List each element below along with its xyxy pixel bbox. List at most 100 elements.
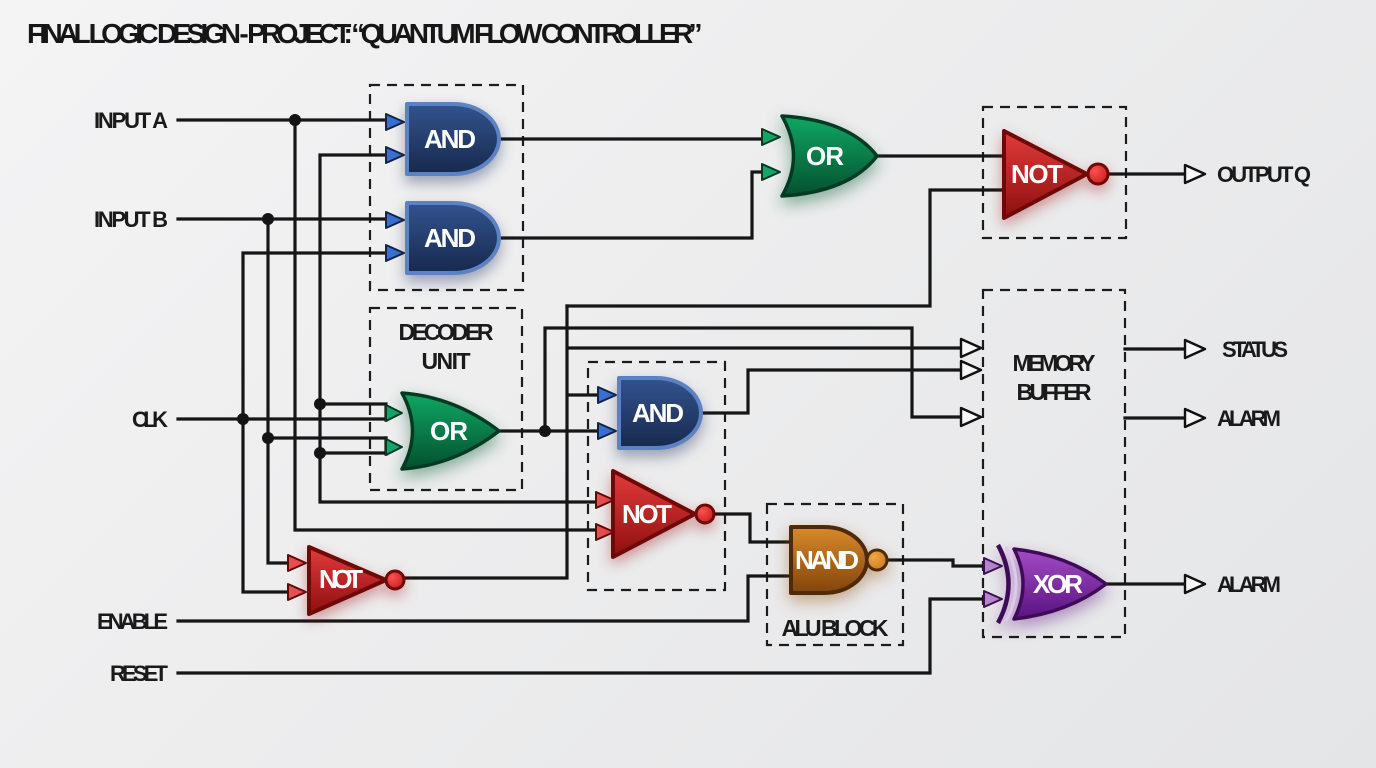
gate-label: OR	[430, 416, 468, 446]
enable-label: ENABLE	[97, 609, 168, 634]
wire-nand-out	[885, 558, 986, 568]
gate-label: NOT	[319, 564, 363, 594]
nand-gate-1: NAND	[789, 525, 889, 595]
and-gate-1: AND	[405, 102, 501, 176]
wire-input-b-branch	[266, 217, 290, 565]
arrow-icon	[983, 557, 1003, 575]
arrow-icon	[597, 422, 617, 440]
input-b-label: INPUT B	[94, 207, 168, 232]
input-a-label: INPUT A	[94, 108, 168, 133]
alu-block-label: ALU BLOCK	[782, 615, 889, 641]
and-gate-3: AND	[617, 376, 703, 450]
wire-reset	[176, 597, 986, 675]
decoder-unit-label-line1: DECODER	[399, 319, 494, 345]
or-gate-2-decoder: OR	[400, 391, 501, 471]
status-label: STATUS	[1222, 337, 1288, 362]
inverter-bubble	[865, 548, 889, 572]
wire-and3-out	[700, 368, 963, 415]
or-gate-1: OR	[780, 114, 879, 198]
wire-not2-out	[712, 512, 793, 544]
clk-label: CLK	[132, 407, 168, 432]
gate-label: NOT	[622, 499, 672, 529]
blue-arrows	[385, 113, 617, 440]
signal-labels: INPUT A INPUT B CLK ENABLE RESET OUTPUT …	[94, 108, 1311, 686]
gate-label: AND	[424, 223, 476, 253]
wire-or2-to-mem3	[543, 326, 963, 433]
arrow-icon-alarm1	[1183, 407, 1207, 429]
inverter-bubble	[1086, 162, 1110, 186]
reset-label: RESET	[110, 661, 169, 686]
or-gate-body	[400, 391, 501, 471]
diagram-title: FINAL LOGIC DESIGN - PROJECT: “QUANTUM F…	[27, 18, 703, 49]
arrow-icon-mem-in1	[959, 337, 983, 359]
decoder-unit-box	[368, 306, 524, 492]
wire-clk-branch	[241, 251, 388, 594]
output-arrows	[959, 163, 1207, 595]
junction-dot	[314, 398, 326, 410]
or-gate-body	[780, 114, 879, 198]
not-gate-body	[307, 545, 388, 616]
and-gate-body	[617, 376, 703, 450]
arrow-icon	[385, 113, 405, 131]
not-gate-3: NOT	[307, 545, 406, 616]
arrow-icon	[287, 554, 307, 572]
input-arrows	[287, 113, 1003, 608]
junction-dot	[237, 413, 249, 425]
decoder-unit-label-line2: UNIT	[422, 348, 471, 374]
block-labels: DECODER UNIT MEMORY BUFFER ALU BLOCK	[399, 319, 1096, 641]
junction-dot	[262, 432, 274, 444]
gates: AND AND OR NOT OR AND NOT	[307, 102, 1110, 625]
mid-gates-box	[586, 360, 727, 592]
xor-input-curve-inner	[1004, 546, 1018, 622]
arrow-icon	[287, 583, 307, 601]
arrow-icon	[385, 146, 405, 164]
junction-dot	[539, 425, 551, 437]
purple-arrows	[983, 557, 1003, 608]
gate-label: AND	[424, 124, 476, 154]
inverter-bubble	[694, 503, 716, 525]
xor-input-curve-outer	[996, 543, 1011, 625]
not-gate-body	[1002, 129, 1089, 220]
and-gate-body	[405, 102, 501, 176]
arrow-icon	[385, 211, 405, 229]
not-gate-2: NOT	[611, 469, 716, 559]
memory-buffer-label-line1: MEMORY	[1013, 350, 1096, 376]
junction-dot	[289, 114, 301, 126]
alarm-label-2: ALARM	[1217, 572, 1281, 597]
arrow-icon	[385, 438, 403, 456]
and-block-box	[368, 83, 525, 292]
arrow-icon	[595, 491, 615, 509]
wire-and2-out	[498, 170, 764, 240]
and-gate-2: AND	[405, 201, 501, 275]
inverter-bubble	[384, 569, 406, 591]
xor-gate-body	[1012, 547, 1108, 621]
arrow-icon-output-q	[1183, 163, 1207, 185]
arrow-icon-mem-in2	[959, 359, 983, 381]
wire-input-a-branch	[293, 118, 598, 532]
gate-label: NOT	[1011, 159, 1063, 189]
gate-label: XOR	[1033, 569, 1083, 599]
arrow-icon	[761, 163, 781, 181]
gate-label: OR	[806, 141, 844, 171]
gate-label: NAND	[795, 545, 859, 575]
arrow-icon	[385, 404, 403, 422]
memory-buffer-box	[981, 288, 1127, 639]
arrow-icon-status	[1183, 338, 1207, 360]
junction-dots	[237, 114, 551, 459]
arrow-icon	[597, 386, 617, 404]
wire-not3-net	[400, 304, 963, 580]
junction-dot	[262, 213, 274, 225]
alarm-label-1: ALARM	[1217, 406, 1281, 431]
arrow-icon	[595, 523, 615, 541]
arrow-icon-mem-in3	[959, 406, 983, 428]
red-arrows	[287, 491, 615, 601]
not-gate-body	[611, 469, 697, 559]
not-gate-1: NOT	[1002, 129, 1110, 220]
xor-gate-1: XOR	[996, 543, 1108, 625]
arrow-icon-alarm2	[1183, 573, 1207, 595]
output-q-label: OUTPUT Q	[1217, 162, 1311, 187]
gate-label: AND	[632, 398, 684, 428]
and-gate-body	[405, 201, 501, 275]
